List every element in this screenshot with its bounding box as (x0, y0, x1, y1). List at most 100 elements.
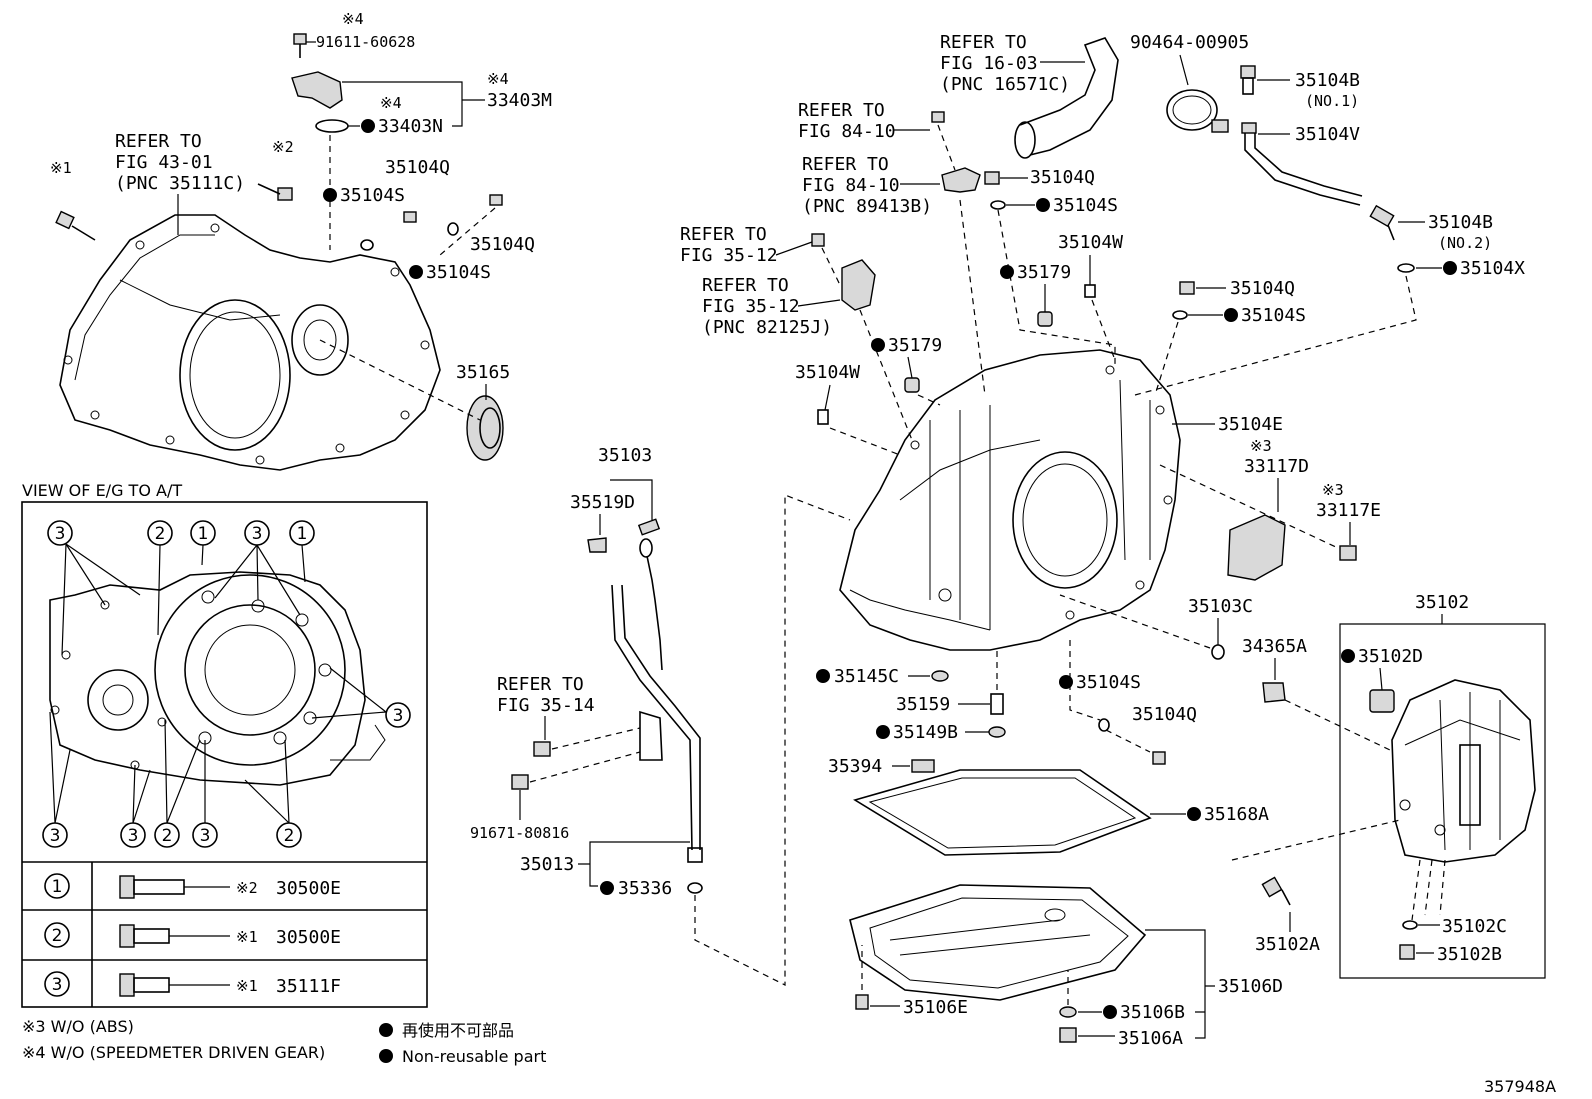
mark-note4-b: ※4 (487, 70, 509, 88)
label-33403M: 33403M (487, 90, 552, 111)
ref-fig-84-10-a-l2: FIG 84-10 (798, 121, 896, 142)
ref-fig-35-14-l1: REFER TO (497, 674, 584, 695)
clamp-34365A (1262, 682, 1286, 703)
label-35104B-a: 35104B (1295, 70, 1360, 91)
ref-fig-35-12-b-l1: REFER TO (702, 275, 789, 296)
label-35168A: 35168A (1204, 804, 1269, 825)
mark-note4-c: ※4 (380, 94, 402, 112)
bolt-table-part-2: 30500E (276, 927, 341, 948)
bolt-33117E (1339, 545, 1357, 561)
gasket-35145C (931, 670, 949, 682)
bolt-mark1 (55, 210, 96, 241)
label-90464-00905: 90464-00905 (1130, 32, 1249, 53)
bolt-table-part-3: 35111F (276, 976, 341, 997)
oil-pan-gasket-35168A (853, 769, 1152, 856)
label-35106D: 35106D (1218, 976, 1283, 997)
svg-text:3: 3 (128, 826, 139, 846)
svg-text:1: 1 (297, 524, 308, 544)
label-35104Q-c: 35104Q (1030, 167, 1095, 188)
legend-japanese: 再使用不可部品 (402, 1021, 514, 1040)
o-ring-35336 (687, 882, 703, 894)
label-35106A: 35106A (1118, 1028, 1183, 1049)
label-35104W-a: 35104W (1058, 232, 1123, 253)
o-ring-35102C (1402, 920, 1418, 930)
o-ring-left-b (447, 222, 459, 236)
mark-note4-a: ※4 (342, 10, 364, 28)
label-33403N: 33403N (378, 116, 443, 137)
gasket-35106B (1059, 1006, 1077, 1018)
abs-bracket-33117D (1227, 514, 1286, 581)
transaxle-housing-drawing (59, 214, 441, 471)
ref-fig-16-03-l3: (PNC 16571C) (940, 74, 1070, 95)
label-35102C: 35102C (1442, 916, 1507, 937)
o-ring-35103C (1211, 644, 1225, 660)
bolt-35104Q-left (403, 194, 503, 256)
mark-note1: ※1 (50, 159, 72, 177)
label-35102B: 35102B (1437, 944, 1502, 965)
bolt-fig-35-12 (811, 233, 825, 247)
ref-fig-84-10-a-l1: REFER TO (798, 100, 885, 121)
label-91671-80816: 91671-80816 (470, 824, 569, 842)
plug-35179-b (904, 377, 920, 393)
dowel-35104W-a (1084, 284, 1096, 298)
breather-hose-35104V (1241, 122, 1363, 206)
bearing-35102D (1369, 689, 1395, 713)
svg-text:3: 3 (50, 826, 61, 846)
label-35104E: 35104E (1218, 414, 1283, 435)
transmission-case-drawing (839, 349, 1181, 651)
label-35102A: 35102A (1255, 934, 1320, 955)
ref-fig-43-01-l3: (PNC 35111C) (115, 173, 245, 194)
magnet-35394 (911, 759, 935, 773)
sensor-82125J (841, 259, 876, 311)
label-35102D: 35102D (1358, 646, 1423, 667)
label-35336: 35336 (618, 878, 672, 899)
ref-fig-43-01-l2: FIG 43-01 (115, 152, 213, 173)
ref-fig-84-10-b-l3: (PNC 89413B) (802, 196, 932, 217)
label-35106B: 35106B (1120, 1002, 1185, 1023)
label-35104S-d: 35104S (1241, 305, 1306, 326)
svg-text:3: 3 (200, 826, 211, 846)
bolt-table-num-1: 1 (52, 877, 63, 897)
dipstick (637, 518, 663, 671)
hose-16571C (1014, 37, 1119, 159)
label-35103C: 35103C (1188, 596, 1253, 617)
label-35104Q-a: 35104Q (385, 157, 450, 178)
label-34365A: 34365A (1242, 636, 1307, 657)
bolt-fig-35-14 (533, 741, 551, 757)
mark-note3-a: ※3 (1250, 437, 1272, 455)
dipstick-clip (587, 537, 607, 553)
breather-plug-35104B-no1 (1240, 65, 1256, 95)
label-35104B-b: 35104B (1428, 212, 1493, 233)
bolt-35104Q-right (1179, 281, 1195, 295)
ref-fig-84-10-b-l1: REFER TO (802, 154, 889, 175)
label-35394: 35394 (828, 756, 882, 777)
bolt-fig-84-10 (931, 111, 945, 123)
label-35106E: 35106E (903, 997, 968, 1018)
svg-text:1: 1 (198, 524, 209, 544)
breather-plug-35104B-no2 (1369, 204, 1395, 241)
engine-side-view-drawing (49, 571, 386, 786)
gasket-35149B (988, 726, 1006, 738)
svg-text:3: 3 (393, 706, 404, 726)
label-35149B: 35149B (893, 722, 958, 743)
label-35145C: 35145C (834, 666, 899, 687)
side-cover-drawing (1391, 679, 1536, 863)
bolt-table-num-2: 2 (52, 926, 63, 946)
plug-35106A (1059, 1027, 1077, 1043)
o-ring-35104S-right (1172, 310, 1188, 320)
ref-fig-35-12-b-l2: FIG 35-12 (702, 296, 800, 317)
o-ring-35104X (1397, 263, 1415, 273)
o-ring-35104S-bottom (1098, 718, 1110, 732)
bolt-table-mark-1: ※2 (236, 879, 258, 897)
view-title: VIEW OF E/G TO A/T (22, 481, 182, 500)
diagram-id: 357948A (1484, 1077, 1556, 1096)
label-35013: 35013 (520, 854, 574, 875)
label-35104Q-b: 35104Q (470, 234, 535, 255)
o-ring-35104S-top (990, 200, 1006, 210)
label-35104Q-d: 35104Q (1230, 278, 1295, 299)
label-35103: 35103 (598, 445, 652, 466)
hose-clamp (1166, 89, 1229, 133)
speed-sensor-89413B (941, 167, 981, 193)
bolt-mark2 (257, 183, 293, 201)
